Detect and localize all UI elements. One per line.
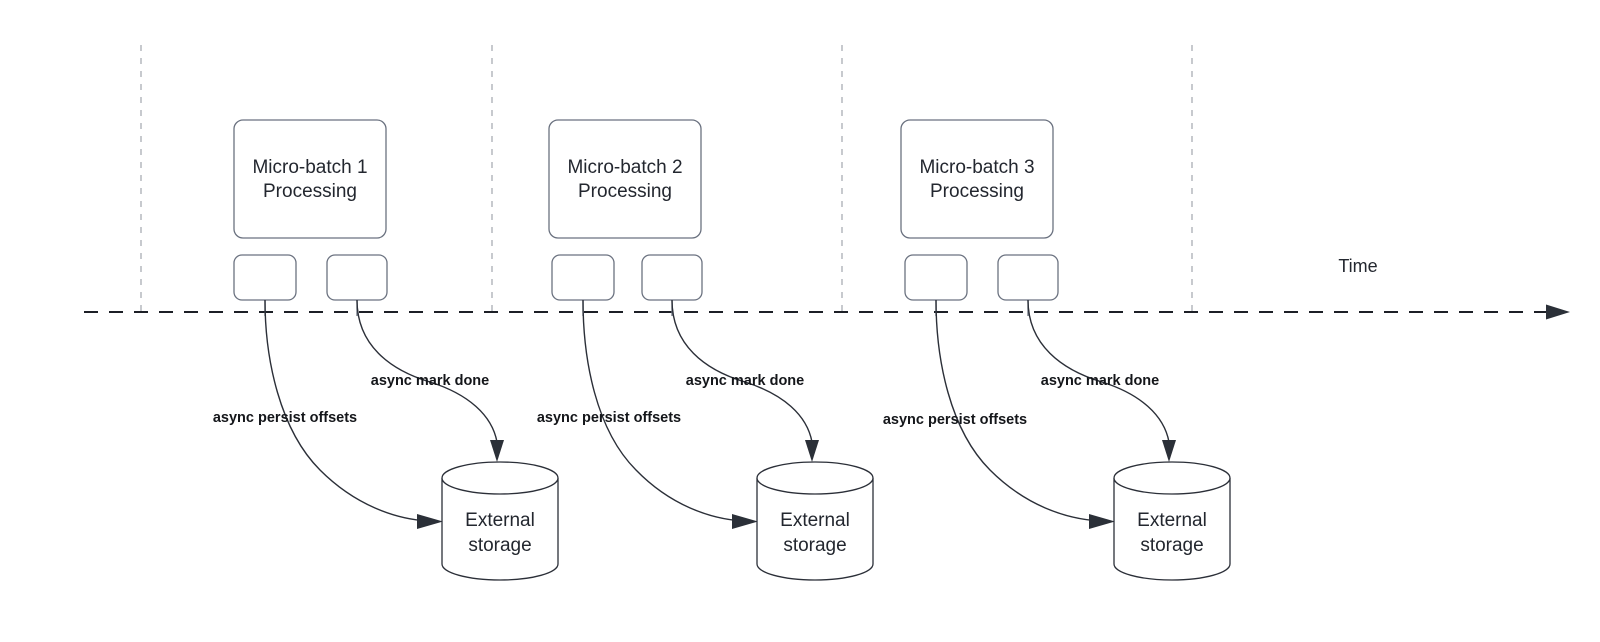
micro-batch-group-1: Micro-batch 1 Processing async persist o…	[213, 119, 559, 581]
mark-done-arrow-head-3	[1162, 440, 1176, 462]
time-axis-label: Time	[1338, 256, 1377, 276]
micro-batch-box-3-line2: Processing	[930, 181, 1024, 202]
storage-cylinder-top-3[interactable]	[1113, 461, 1231, 495]
micro-batch-box-2-line2: Processing	[578, 181, 672, 202]
storage-cylinder-top-1[interactable]	[441, 461, 559, 495]
micro-batch-box-2-line1: Micro-batch 2	[567, 157, 682, 178]
persist-offsets-arrow-head-3	[1089, 514, 1115, 529]
persist-offsets-arrow-head-1	[417, 514, 443, 529]
timeline-axis	[84, 304, 1570, 320]
markdone-task-box-2[interactable]	[641, 254, 703, 301]
micro-batch-box-3[interactable]	[900, 119, 1054, 239]
persist-offsets-curve-2	[582, 299, 744, 522]
storage-label-3-line2: storage	[1140, 535, 1203, 556]
storage-cylinder-top-2[interactable]	[756, 461, 874, 495]
persist-offsets-label-2: async persist offsets	[537, 410, 681, 426]
storage-label-2-line1: External	[780, 510, 850, 531]
micro-batch-group-2: Micro-batch 2 Processing async persist o…	[537, 119, 874, 581]
persist-offsets-label-3: async persist offsets	[883, 412, 1027, 428]
storage-label-2-line2: storage	[783, 535, 846, 556]
micro-batch-box-2[interactable]	[548, 119, 702, 239]
timeline-tick-group	[140, 45, 1193, 312]
mark-done-curve-2	[671, 299, 813, 443]
markdone-task-box-1[interactable]	[326, 254, 388, 301]
micro-batch-box-1[interactable]	[233, 119, 387, 239]
markdone-task-box-3[interactable]	[997, 254, 1059, 301]
micro-batch-box-3-line1: Micro-batch 3	[919, 157, 1034, 178]
storage-label-3-line1: External	[1137, 510, 1207, 531]
micro-batch-box-1-line1: Micro-batch 1	[252, 157, 367, 178]
storage-label-1-line1: External	[465, 510, 535, 531]
mark-done-arrow-head-1	[490, 440, 504, 462]
mark-done-label-2: async mark done	[686, 373, 804, 389]
storage-cylinder-body-3	[1113, 478, 1231, 581]
persist-offsets-label-1: async persist offsets	[213, 410, 357, 426]
micro-batch-box-1-line2: Processing	[263, 181, 357, 202]
mark-done-label-3: async mark done	[1041, 373, 1159, 389]
persist-offsets-curve-1	[264, 299, 429, 522]
mark-done-label-1: async mark done	[371, 373, 489, 389]
micro-batch-group-3: Micro-batch 3 Processing async persist o…	[883, 119, 1231, 581]
storage-cylinder-body-1	[441, 478, 559, 581]
persist-offsets-arrow-head-2	[732, 514, 758, 529]
storage-label-1-line2: storage	[468, 535, 531, 556]
persist-task-box-2[interactable]	[551, 254, 615, 301]
mark-done-curve-1	[356, 299, 498, 443]
storage-cylinder-body-2	[756, 478, 874, 581]
mark-done-arrow-head-2	[805, 440, 819, 462]
persist-task-box-1[interactable]	[233, 254, 297, 301]
persist-offsets-curve-3	[935, 299, 1101, 522]
mark-done-curve-3	[1027, 299, 1170, 443]
timeline-arrow-head	[1546, 304, 1570, 320]
persist-task-box-3[interactable]	[904, 254, 968, 301]
